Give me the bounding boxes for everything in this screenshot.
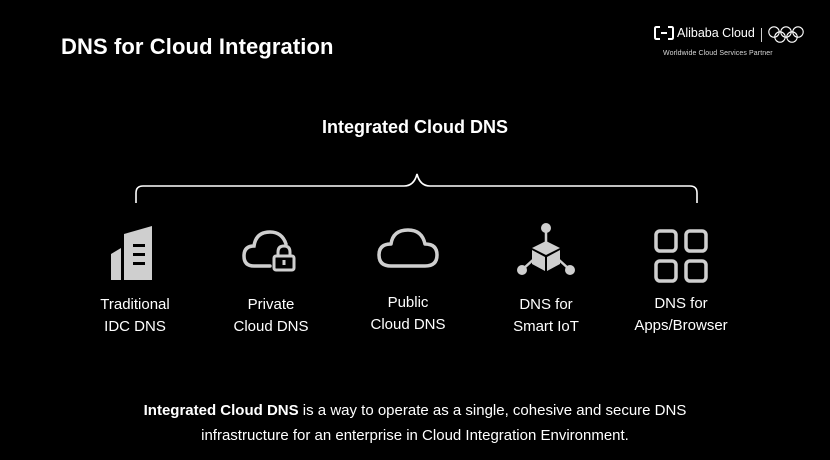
- cloud-icon: [377, 228, 439, 268]
- item-label-line2: Smart IoT: [513, 318, 579, 335]
- item-dns-smart-iot: DNS for Smart IoT: [471, 221, 621, 338]
- item-label-line1: Private: [247, 296, 295, 313]
- item-traditional-idc-dns: Traditional IDC DNS: [60, 224, 210, 338]
- item-label-line1: Public: [387, 294, 429, 311]
- cloud-lock-icon: [242, 230, 296, 272]
- logo-brand: Alibaba Cloud: [654, 26, 755, 40]
- item-public-cloud-dns: Public Cloud DNS: [333, 226, 483, 336]
- logo-tagline: Worldwide Cloud Services Partner: [663, 50, 773, 57]
- item-label-line1: Traditional: [100, 296, 170, 313]
- alibaba-cloud-logo: Alibaba Cloud Worldwide Cloud Services P…: [654, 26, 814, 62]
- olympic-rings-icon: [768, 26, 804, 43]
- diagram-heading: Integrated Cloud DNS: [321, 117, 508, 137]
- description: Integrated Cloud DNS is a way to operate…: [0, 398, 830, 448]
- iot-cube-icon: [517, 223, 575, 275]
- item-label-line2: Cloud DNS: [370, 316, 446, 333]
- description-line2: infrastructure for an enterprise in Clou…: [201, 427, 629, 444]
- item-label-line2: Cloud DNS: [233, 318, 309, 335]
- item-label-line2: Apps/Browser: [634, 317, 728, 334]
- alibaba-cloud-icon: [654, 26, 674, 40]
- item-label-line1: DNS for: [519, 296, 573, 313]
- slide-title: DNS for Cloud Integration: [61, 34, 334, 59]
- description-rest: is a way to operate as a single, cohesiv…: [298, 402, 687, 419]
- app-grid-icon: [654, 229, 708, 283]
- item-label-line1: DNS for: [654, 295, 708, 312]
- logo-divider: [761, 28, 762, 42]
- description-line1: Integrated Cloud DNS is a way to operate…: [0, 398, 830, 423]
- item-label-line2: IDC DNS: [104, 318, 166, 335]
- description-bold: Integrated Cloud DNS: [143, 402, 299, 419]
- logo-brand-text: Alibaba Cloud: [677, 26, 755, 40]
- item-private-cloud-dns: Private Cloud DNS: [196, 226, 346, 338]
- item-dns-apps-browser: DNS for Apps/Browser: [606, 227, 756, 337]
- building-icon: [111, 226, 152, 280]
